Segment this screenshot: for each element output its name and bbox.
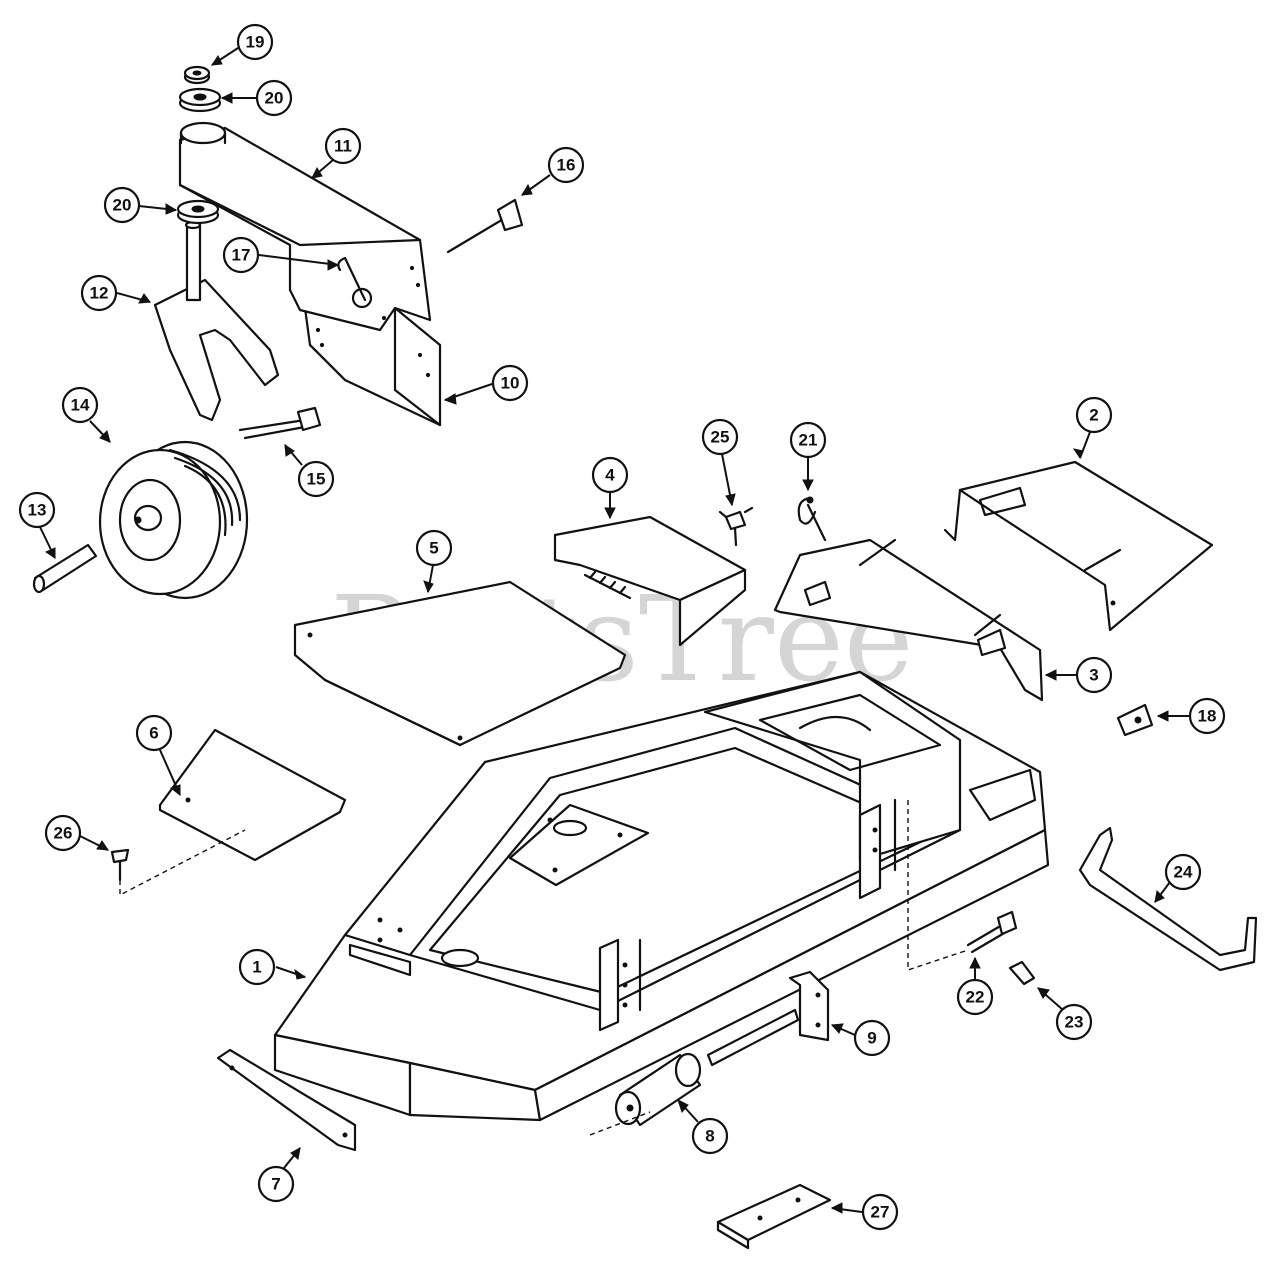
part-center-shield <box>773 538 1044 702</box>
callout-10-label: 10 <box>501 374 520 393</box>
part-wing-nut-25 <box>718 506 754 547</box>
part-lynch-pin-21 <box>797 496 827 542</box>
part-roller <box>614 1052 702 1127</box>
part-wheel <box>98 440 249 600</box>
callout-14-label: 14 <box>71 396 90 415</box>
part-bearing-20-top <box>178 87 222 113</box>
callout-17 <box>222 236 260 274</box>
callout-2-label: 2 <box>1089 406 1098 425</box>
callout-4-label: 4 <box>605 466 615 485</box>
callout-13-label: 13 <box>28 501 47 520</box>
callout-20-bottom <box>103 186 141 224</box>
part-bracket-18 <box>1116 703 1154 737</box>
part-bolt-15 <box>238 406 322 440</box>
part-rear-shield <box>943 460 1214 632</box>
callout-9 <box>853 1019 891 1057</box>
callout-10 <box>491 364 529 402</box>
part-axle-tube <box>32 543 98 594</box>
callout-25-label: 25 <box>711 428 730 447</box>
callout-3-label: 3 <box>1089 666 1098 685</box>
part-bolt-22 <box>966 910 1018 954</box>
callout-21 <box>789 421 827 459</box>
part-bumper-24 <box>1078 826 1258 972</box>
callout-23-label: 23 <box>1065 1013 1084 1032</box>
callout-20-bottom-label: 20 <box>113 196 132 215</box>
callout-22-label: 22 <box>966 988 985 1007</box>
assembly-lines <box>119 800 969 1136</box>
part-pad-27 <box>716 1183 832 1250</box>
callout-18-label: 18 <box>1198 707 1217 726</box>
callout-24-label: 24 <box>1174 863 1193 882</box>
callout-20-top <box>255 79 293 117</box>
callouts: 1 2 3 4 5 6 7 8 9 10 <box>18 23 1226 1231</box>
callout-16-label: 16 <box>557 156 576 175</box>
callout-3 <box>1075 656 1113 694</box>
part-deck <box>273 670 1050 1122</box>
callout-12 <box>80 274 118 312</box>
callout-27 <box>861 1193 899 1231</box>
callout-1-label: 1 <box>252 958 261 977</box>
callout-15 <box>297 460 335 498</box>
callout-1 <box>238 948 276 986</box>
part-bearing-20-bottom <box>176 199 220 225</box>
callout-18 <box>1188 697 1226 735</box>
part-roller-bracket <box>706 970 830 1067</box>
part-bearing-19 <box>183 65 211 85</box>
callout-24 <box>1164 853 1202 891</box>
part-pin-16 <box>446 198 524 254</box>
callout-4 <box>591 456 629 494</box>
callout-6 <box>135 714 173 752</box>
callout-19-label: 19 <box>246 33 265 52</box>
callout-25 <box>701 418 739 456</box>
callout-7-label: 7 <box>271 1175 280 1194</box>
callout-13 <box>18 491 56 529</box>
callout-5 <box>415 529 453 567</box>
callout-11 <box>324 127 362 165</box>
callout-15-label: 15 <box>307 470 326 489</box>
callout-2 <box>1075 396 1113 434</box>
callout-20-top-label: 20 <box>265 89 284 108</box>
callout-11-label: 11 <box>334 137 352 156</box>
part-belt-cover <box>553 515 747 647</box>
callout-7 <box>257 1165 295 1203</box>
callout-8-label: 8 <box>705 1127 714 1146</box>
callout-9-label: 9 <box>867 1029 876 1048</box>
callout-16 <box>547 146 585 184</box>
callout-27-label: 27 <box>871 1203 890 1222</box>
callout-21-label: 21 <box>799 431 818 450</box>
callout-8 <box>691 1117 729 1155</box>
callout-6-label: 6 <box>149 724 158 743</box>
part-nut-23 <box>1008 960 1036 986</box>
part-caster-fork <box>153 220 280 422</box>
callout-22 <box>956 978 994 1016</box>
callout-14 <box>61 386 99 424</box>
part-screw-26 <box>110 848 130 882</box>
callout-12-label: 12 <box>90 284 109 303</box>
callout-17-label: 17 <box>232 246 251 265</box>
part-caster-arm <box>178 121 432 332</box>
callout-26 <box>44 814 82 852</box>
part-side-plate <box>158 728 347 862</box>
callout-19 <box>236 23 274 61</box>
leader-arrowheads <box>44 55 1169 1214</box>
part-top-plate <box>293 580 627 747</box>
part-skid-strip <box>216 1048 357 1152</box>
callout-5-label: 5 <box>429 539 438 558</box>
part-spring-pin-17 <box>337 256 367 302</box>
callout-26-label: 26 <box>54 824 73 843</box>
callout-23 <box>1055 1003 1093 1041</box>
